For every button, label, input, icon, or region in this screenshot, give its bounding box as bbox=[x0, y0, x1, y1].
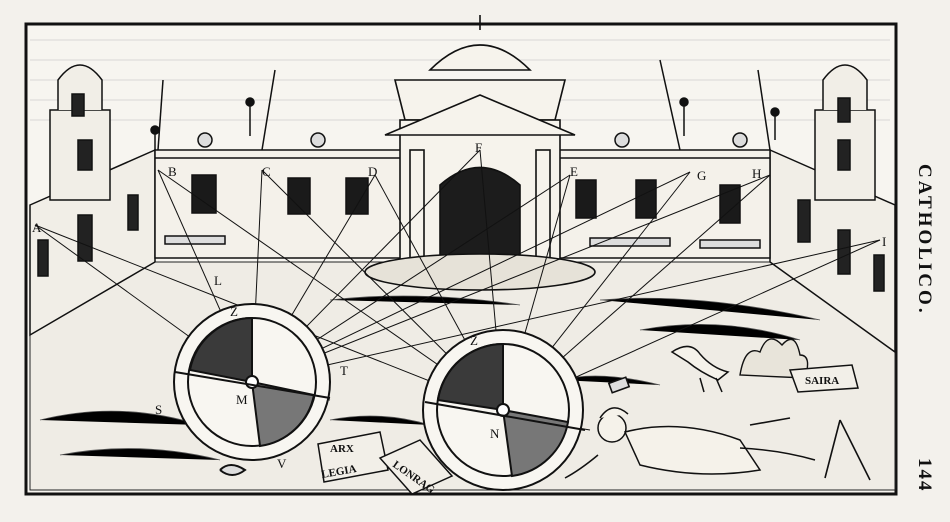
ground-tools bbox=[607, 376, 871, 481]
reclining-figure bbox=[564, 407, 816, 479]
ground-hatching bbox=[39, 295, 821, 461]
left-wing-building bbox=[29, 64, 164, 337]
plate-letter-g: G bbox=[697, 168, 706, 183]
plate-letter-e: E bbox=[570, 164, 578, 179]
plate-letter-t: T bbox=[340, 363, 348, 378]
instrument-m bbox=[173, 303, 331, 476]
dog-figure bbox=[670, 345, 730, 393]
page-number: 144 bbox=[906, 445, 942, 505]
page-number-text: 144 bbox=[914, 457, 935, 493]
plate-letter-z-lower: Z bbox=[470, 333, 478, 348]
plate-letter-i: I bbox=[882, 234, 886, 249]
plate-letter-s: S bbox=[155, 402, 162, 417]
tablet-text-arx: ARX bbox=[330, 443, 354, 455]
tablet-text-saira: SAIRA bbox=[805, 375, 839, 387]
instrument-n bbox=[422, 329, 586, 491]
plate-letter-m: M bbox=[236, 392, 248, 407]
running-head: CATHOLICO. bbox=[906, 150, 942, 330]
plate-letter-c: C bbox=[262, 164, 271, 179]
plate-letter-f: F bbox=[475, 140, 482, 155]
plate-letter-l: L bbox=[214, 273, 222, 288]
plate-letter-a: A bbox=[32, 220, 42, 235]
plate-letter-n: N bbox=[490, 426, 500, 441]
plate-letter-d: D bbox=[368, 164, 377, 179]
plate-letter-v: V bbox=[277, 456, 287, 471]
plate-letter-z-upper: Z bbox=[230, 304, 238, 319]
stone-tablets bbox=[317, 364, 859, 495]
running-head-text: CATHOLICO. bbox=[914, 164, 935, 316]
shrub bbox=[739, 338, 809, 379]
plate-letter-h: H bbox=[752, 166, 761, 181]
plate-letter-b: B bbox=[168, 164, 177, 179]
